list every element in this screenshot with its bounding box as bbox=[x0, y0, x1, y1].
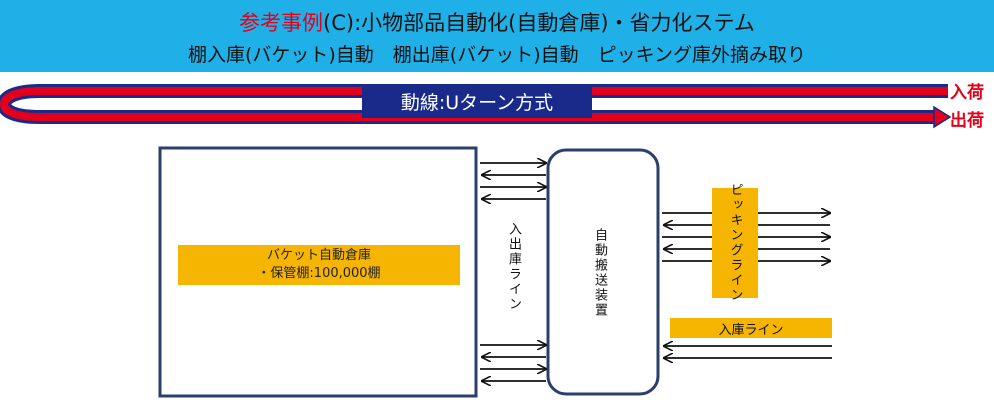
page-title: 参考事例(C):小物部品自動化(自動倉庫)・省力化ステム bbox=[0, 7, 994, 37]
inbound-flow-label: 入荷 bbox=[950, 83, 984, 103]
warehouse-label: バケット自動倉庫 ・保管棚:100,000棚 bbox=[178, 245, 460, 285]
inout-line-label: 入出庫ライン bbox=[506, 222, 521, 312]
flow-method-label: 動線:Uターン方式 bbox=[362, 84, 592, 118]
u-turn-flow bbox=[0, 84, 952, 129]
inbound-arrows bbox=[664, 346, 832, 358]
page-subtitle: 棚入庫(バケット)自動 棚出庫(バケット)自動 ピッキング庫外摘み取り bbox=[187, 44, 807, 66]
agv-label: 自動搬送装置 bbox=[592, 228, 607, 318]
inbound-line-label: 入庫ライン bbox=[670, 318, 832, 338]
outbound-arrow-head bbox=[933, 105, 952, 129]
warehouse-title: バケット自動倉庫 bbox=[266, 248, 371, 263]
title-prefix: 参考事例 bbox=[239, 11, 324, 35]
title-rest: (C):小物部品自動化(自動倉庫)・省力化ステム bbox=[323, 11, 755, 35]
outbound-flow-label: 出荷 bbox=[950, 111, 984, 131]
header-banner bbox=[0, 0, 994, 72]
warehouse-capacity: ・保管棚:100,000棚 bbox=[257, 266, 381, 281]
inout-arrows-bottom bbox=[480, 345, 546, 381]
picking-line-label: ピッキングライン bbox=[727, 183, 743, 303]
agv-box bbox=[546, 148, 660, 396]
inout-arrows-top bbox=[480, 163, 546, 199]
picking-line-box: ピッキングライン bbox=[712, 183, 758, 303]
